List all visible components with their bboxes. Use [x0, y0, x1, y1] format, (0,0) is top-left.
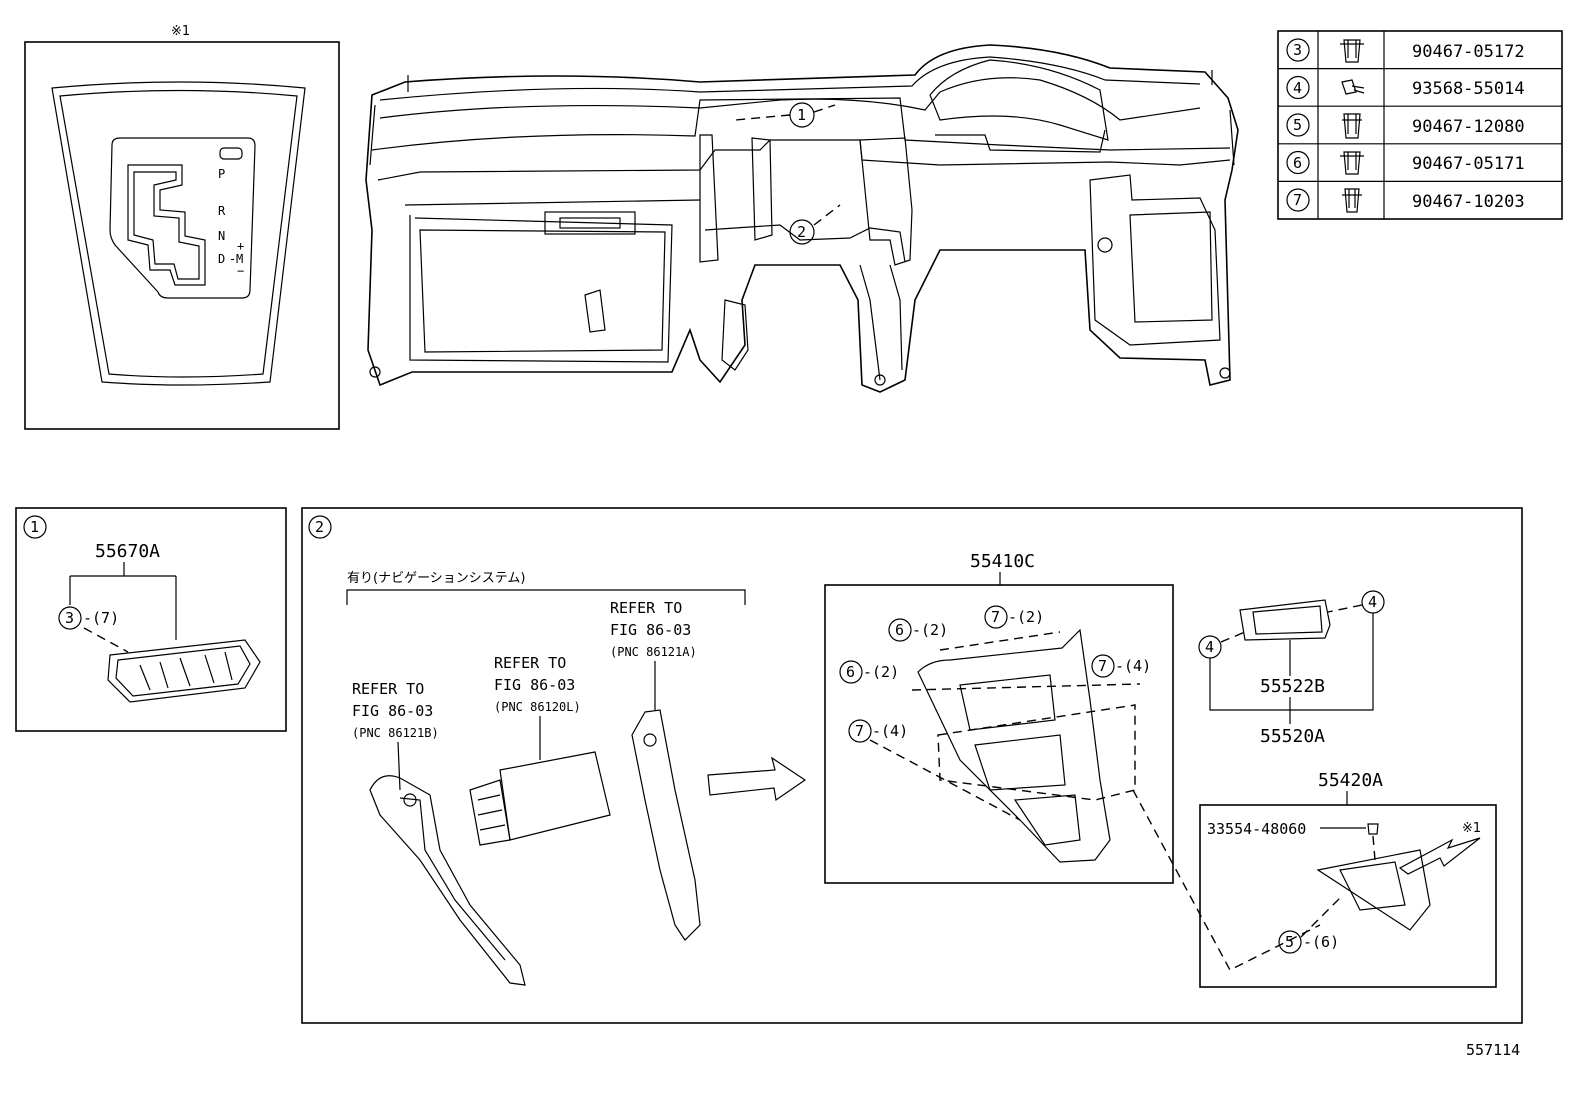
shift-d: D [218, 252, 225, 266]
fastener-row: 4 93568-55014 [1286, 75, 1525, 100]
part-55410c: 55410C [970, 551, 1035, 572]
left-trim-panel [369, 775, 526, 986]
fastener-part-number: 90467-05171 [1412, 154, 1525, 174]
gate-bezel [109, 137, 256, 299]
callout-1-main: 1 [797, 106, 806, 124]
clip-5-qty: -(6) [1303, 933, 1339, 951]
shift-m: M [236, 252, 243, 266]
panel-1-callout: 1 [30, 518, 39, 536]
svg-text:4: 4 [1293, 79, 1302, 97]
shift-panel-frame [24, 41, 340, 430]
ref-mid-line2: FIG 86-03 [494, 676, 575, 694]
screw-icon [1341, 79, 1365, 95]
part-55522b: 55522B [1260, 676, 1325, 697]
display-unit [1239, 599, 1331, 641]
screw-callout-right: 4 [1368, 593, 1377, 611]
clip-icon [1342, 188, 1362, 213]
fastener-table: 3 90467-05172 4 93568-55014 5 90467-1208… [1277, 30, 1563, 220]
clip-7-callout-a: 7 [991, 608, 1000, 626]
shift-plus: + [237, 239, 244, 253]
shift-minus: − [237, 264, 244, 278]
panel-1-clip-callout: 3 [65, 609, 74, 627]
clip-icon [1340, 39, 1364, 63]
ref-left-pnc: (PNC 86121B) [352, 726, 439, 740]
clip-6-qty-a: -(2) [912, 621, 948, 639]
ref-right-line2: FIG 86-03 [610, 621, 691, 639]
note-mark-panel: ※1 [1462, 821, 1481, 836]
part-55670a: 55670A [95, 541, 160, 562]
part-55420a: 55420A [1318, 770, 1383, 791]
clip-icon [1340, 151, 1364, 175]
center-console-panel [917, 628, 1111, 863]
clip-6-callout-b: 6 [846, 663, 855, 681]
ref-left-line1: REFER TO [352, 680, 424, 698]
assembly-arrow-icon [707, 756, 807, 802]
clip-7-qty-c: -(4) [872, 722, 908, 740]
fastener-row: 7 90467-10203 [1286, 188, 1525, 213]
shift-r: R [218, 204, 226, 218]
svg-text:6: 6 [1293, 154, 1302, 172]
view-arrow-icon [1398, 837, 1481, 875]
fastener-part-number: 93568-55014 [1412, 79, 1525, 99]
callout-2-circle [789, 219, 815, 245]
nav-unit [499, 751, 611, 841]
clip-icon [1342, 113, 1362, 139]
bulb-icon [1367, 823, 1379, 835]
clip-7-callout-b: 7 [1098, 657, 1107, 675]
switch-panel [107, 639, 261, 703]
fastener-row: 3 90467-05172 [1286, 38, 1525, 63]
shift-bezel [1316, 849, 1431, 931]
svg-text:5: 5 [1293, 116, 1302, 134]
screw-callout-left: 4 [1205, 638, 1214, 656]
shift-panel-outline [51, 81, 306, 386]
bulb-part-number: 33554-48060 [1207, 820, 1306, 838]
dash-outline [365, 44, 1239, 393]
svg-text:7: 7 [1293, 191, 1302, 209]
shift-gate [127, 164, 206, 286]
callout-2-main: 2 [797, 223, 806, 241]
note-mark-top: ※1 [171, 24, 190, 39]
ref-mid-line1: REFER TO [494, 654, 566, 672]
shift-p: P [218, 167, 225, 181]
right-trim-panel [631, 709, 701, 941]
fastener-part-number: 90467-05172 [1412, 42, 1525, 62]
panel-1-clip-qty: -(7) [83, 609, 119, 627]
shift-n: N [218, 229, 225, 243]
dashboard-assembly: 1 2 [365, 44, 1239, 393]
fastener-row: 5 90467-12080 [1286, 113, 1525, 139]
fastener-part-number: 90467-12080 [1412, 117, 1525, 137]
diagram-id: 557114 [1466, 1041, 1520, 1059]
fastener-row: 6 90467-05171 [1286, 150, 1525, 175]
ref-left-line2: FIG 86-03 [352, 702, 433, 720]
part-55520a: 55520A [1260, 726, 1325, 747]
panel-2-callout: 2 [315, 518, 324, 536]
clip-7-qty-a: -(2) [1008, 608, 1044, 626]
ref-mid-pnc: (PNC 86120L) [494, 700, 581, 714]
panel-2: 2 有り(ナビゲーションシステム) REFER TO FIG 86-03 (PN… [301, 507, 1523, 1024]
fastener-part-number: 90467-10203 [1412, 192, 1525, 212]
panel-1: 1 55670A 3 -(7) [15, 507, 287, 732]
svg-text:-: - [229, 252, 236, 266]
nav-heading: 有り(ナビゲーションシステム) [347, 571, 526, 586]
ref-right-pnc: (PNC 86121A) [610, 645, 697, 659]
ref-right-line1: REFER TO [610, 599, 682, 617]
clip-5-callout: 5 [1285, 933, 1294, 951]
clip-7-callout-c: 7 [855, 722, 864, 740]
clip-6-callout-a: 6 [895, 621, 904, 639]
svg-text:3: 3 [1293, 41, 1302, 59]
shift-panel-detail: ※1 P R N D - M + − [24, 24, 340, 430]
clip-7-qty-b: -(4) [1115, 657, 1151, 675]
clip-6-qty-b: -(2) [863, 663, 899, 681]
